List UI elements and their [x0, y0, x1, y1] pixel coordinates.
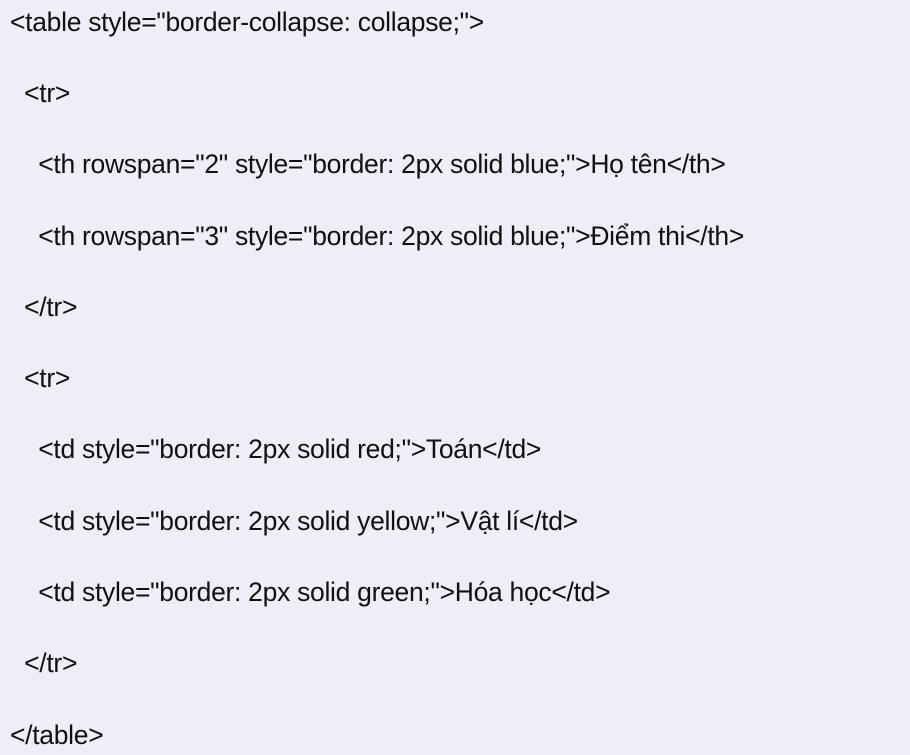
code-line-tr-open: <tr> — [10, 78, 71, 108]
code-line-td-vat-li: <td style="border: 2px solid yellow;">Vậ… — [10, 506, 578, 536]
code-line-th-diem-thi: <th rowspan="3" style="border: 2px solid… — [10, 221, 745, 251]
code-line-table-open: <table style="border-collapse: collapse;… — [10, 7, 484, 37]
code-line-td-toan: <td style="border: 2px solid red;">Toán<… — [10, 434, 542, 464]
code-line-table-close: </table> — [10, 720, 104, 750]
code-line-tr-close: </tr> — [10, 648, 78, 678]
code-line-tr-open: <tr> — [10, 363, 71, 393]
code-line-tr-close: </tr> — [10, 292, 78, 322]
code-line-th-ho-ten: <th rowspan="2" style="border: 2px solid… — [10, 149, 726, 179]
code-line-td-hoa-hoc: <td style="border: 2px solid green;">Hóa… — [10, 577, 611, 607]
